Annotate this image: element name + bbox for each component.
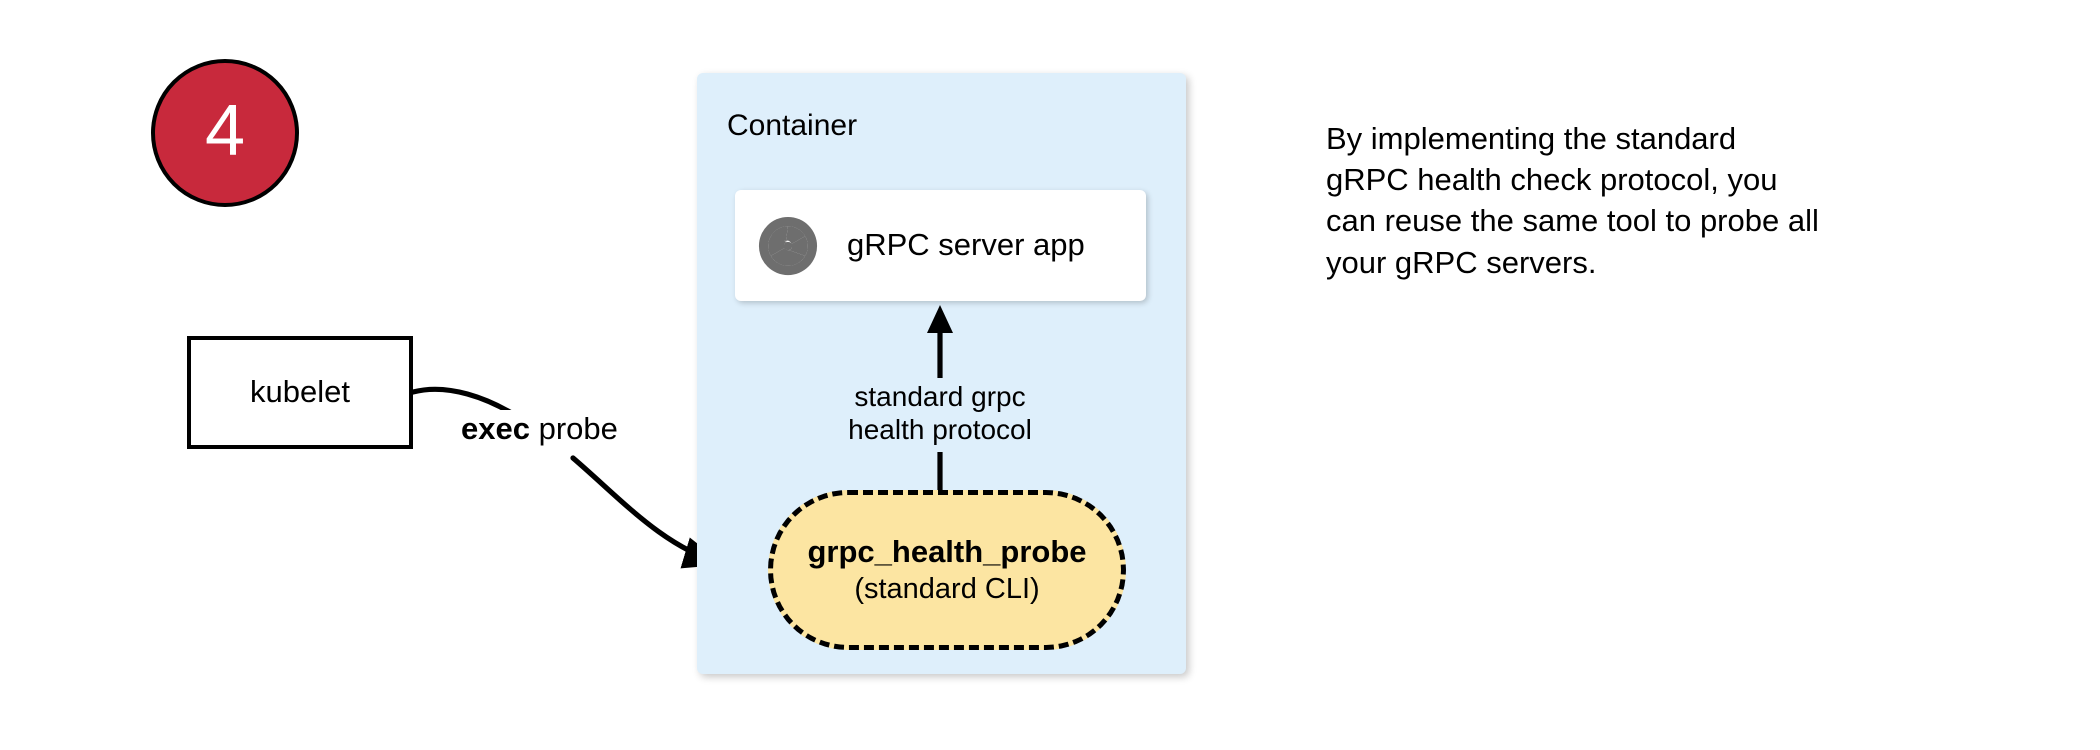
note-line-2: gRPC health check protocol, you — [1326, 162, 1778, 198]
grpc-server-app-label: gRPC server app — [847, 227, 1085, 263]
step-number-label: 4 — [204, 91, 246, 171]
note-line-1: By implementing the standard — [1326, 121, 1737, 156]
kubelet-label: kubelet — [250, 374, 350, 410]
step-number-badge: 4 — [151, 59, 299, 207]
protocol-label-line2: health protocol — [848, 414, 1032, 446]
protocol-label-line1: standard grpc — [854, 381, 1026, 412]
exec-probe-label: exec probe — [455, 410, 624, 449]
exec-probe-bold-text: exec — [461, 411, 530, 446]
grpc-aperture-icon — [758, 216, 818, 275]
grpc-server-app-card: gRPC server app — [735, 190, 1146, 301]
grpc-health-probe-subtitle: (standard CLI) — [854, 573, 1040, 606]
protocol-label: standard grpc health protocol — [800, 378, 1080, 449]
grpc-health-probe-node: grpc_health_probe (standard CLI) — [768, 490, 1126, 650]
kubelet-node: kubelet — [187, 336, 413, 449]
explanatory-note: By implementing the standard gRPC health… — [1326, 118, 1906, 283]
container-title: Container — [727, 109, 858, 142]
grpc-health-probe-title: grpc_health_probe — [807, 533, 1087, 569]
note-line-3: can reuse the same tool to probe all — [1326, 203, 1819, 239]
note-line-4: your gRPC servers. — [1326, 244, 1597, 280]
exec-probe-rest-text: probe — [529, 411, 618, 446]
